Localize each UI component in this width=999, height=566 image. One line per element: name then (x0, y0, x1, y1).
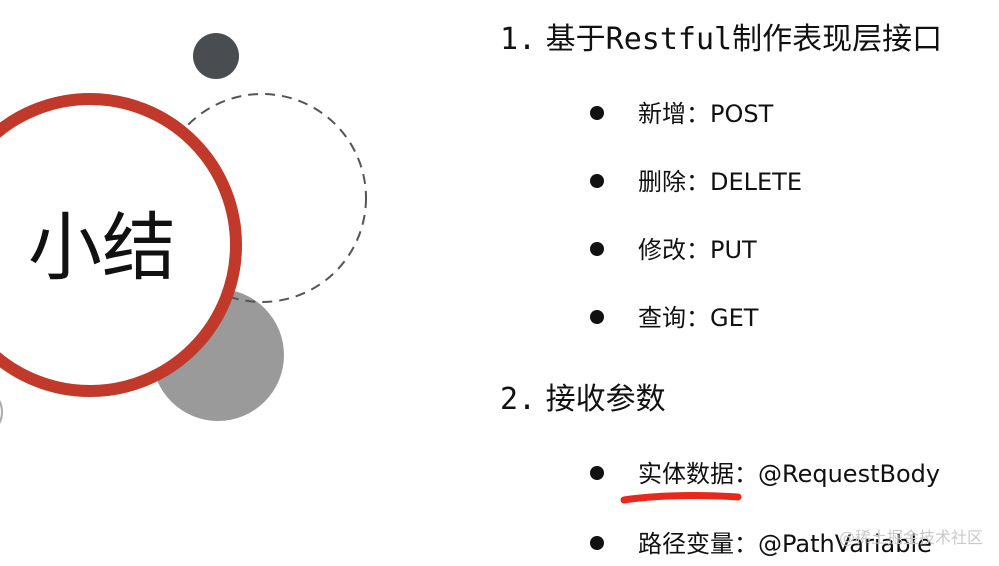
list-item: 路径变量：@PathVariable (590, 527, 932, 561)
item-label: 删除： (638, 168, 710, 196)
small-gray-ring (0, 400, 3, 424)
slide-title: 小结 (28, 205, 176, 291)
item-label: 路径变量： (638, 530, 758, 558)
section-heading-1: 1. 基于Restful制作表现层接口 (500, 20, 942, 60)
bullet-icon (590, 174, 604, 188)
list-item: 查询：GET (590, 301, 758, 335)
item-value: PUT (710, 236, 757, 264)
item-label: 实体数据： (638, 460, 758, 488)
bullet-icon (590, 242, 604, 256)
bullet-icon (590, 310, 604, 324)
item-value: GET (710, 304, 759, 332)
section-heading-text: 接收参数 (545, 382, 666, 417)
item-label: 新增： (638, 100, 710, 128)
dark-dot (193, 33, 239, 79)
list-item: 新增：POST (590, 97, 773, 131)
bullet-icon (590, 536, 604, 550)
section-number: 2. (500, 382, 537, 417)
list-item: 实体数据：@RequestBody (590, 457, 940, 491)
red-ring (0, 93, 242, 397)
item-value: DELETE (710, 168, 803, 196)
item-label: 查询： (638, 304, 710, 332)
bullet-icon (590, 466, 604, 480)
section-heading-2: 2. 接收参数 (500, 380, 666, 420)
item-value: @PathVariable (758, 530, 932, 558)
bullet-icon (590, 106, 604, 120)
list-item: 修改：PUT (590, 233, 757, 267)
section-heading-text: 基于Restful制作表现层接口 (545, 22, 943, 57)
watermark: @稀土掘金技术社区 (838, 528, 983, 547)
item-value: POST (710, 100, 774, 128)
item-label: 修改： (638, 236, 710, 264)
item-value: @RequestBody (758, 460, 941, 488)
highlight-underline (620, 492, 742, 504)
section-number: 1. (500, 22, 537, 57)
list-item: 删除：DELETE (590, 165, 802, 199)
